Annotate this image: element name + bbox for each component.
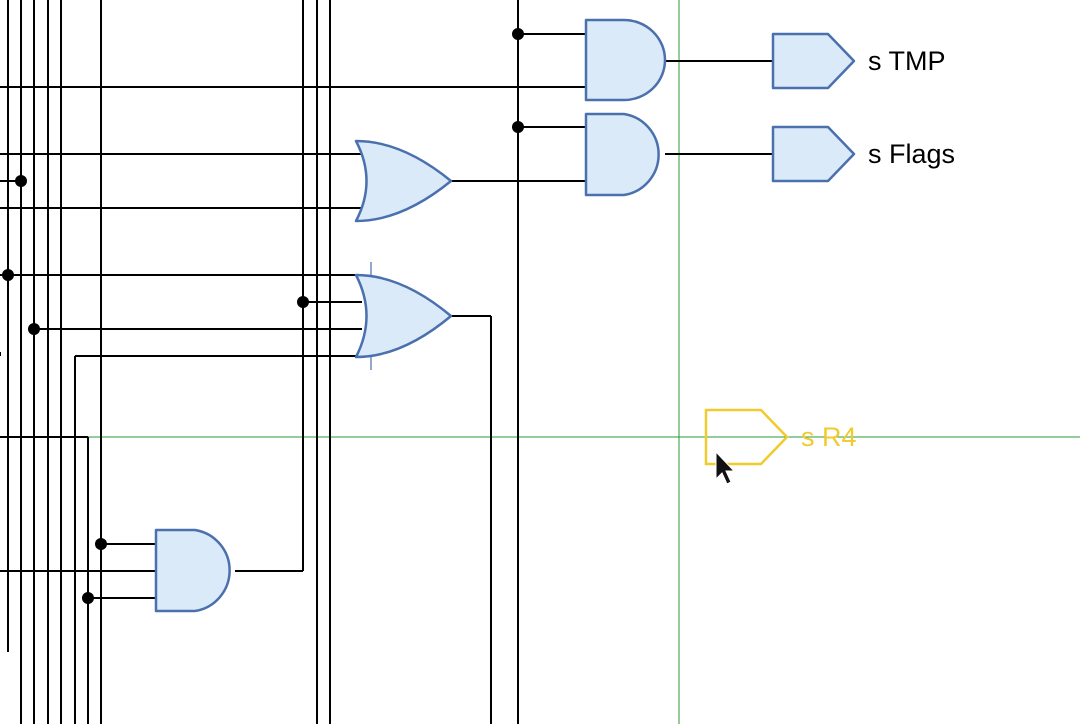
mouse-cursor-icon xyxy=(715,450,736,485)
and-gate-bottom[interactable] xyxy=(154,528,231,613)
wires[interactable] xyxy=(0,0,774,724)
and-gate-flags[interactable] xyxy=(584,112,660,197)
output-pin-flags[interactable] xyxy=(771,125,856,183)
or-gate-upper[interactable] xyxy=(354,139,453,223)
placing-output-label: s R4 xyxy=(801,422,857,452)
junction-dots xyxy=(2,28,524,604)
or-gate-lower[interactable] xyxy=(354,273,453,359)
placing-output-pin[interactable] xyxy=(704,408,789,466)
and-gate-tmp[interactable] xyxy=(584,18,667,102)
output-label-flags: s Flags xyxy=(868,139,955,169)
output-label-tmp: s TMP xyxy=(868,46,946,76)
output-pin-tmp[interactable] xyxy=(771,32,856,90)
